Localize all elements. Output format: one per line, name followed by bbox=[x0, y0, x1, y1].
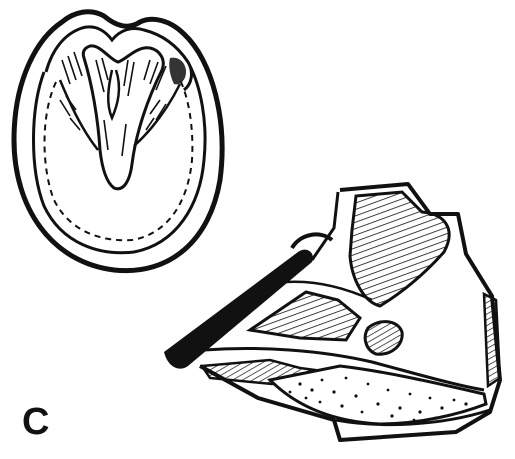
hoof-section-view bbox=[164, 184, 500, 440]
hoof-frog-sulcus bbox=[108, 70, 119, 118]
hoof-frog bbox=[83, 46, 163, 189]
digital-cushion bbox=[270, 366, 486, 424]
hoof-bars-right bbox=[134, 84, 180, 146]
pedal-bone bbox=[350, 192, 449, 306]
heel-wall bbox=[484, 294, 500, 386]
hoof-sole-shading bbox=[60, 52, 166, 156]
pastern-edge bbox=[312, 192, 338, 260]
navicular-bone bbox=[365, 322, 402, 355]
hoof-heel-shadow bbox=[169, 58, 186, 85]
panel-label: C bbox=[22, 403, 49, 441]
hoof-sole-view bbox=[14, 12, 222, 271]
